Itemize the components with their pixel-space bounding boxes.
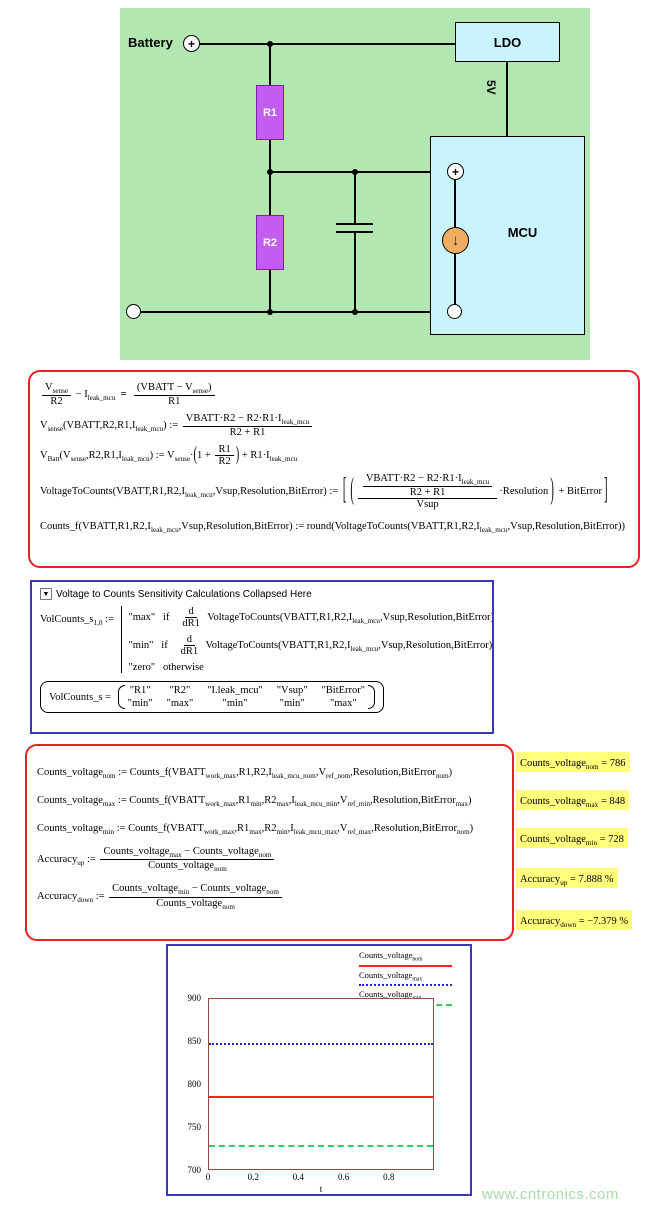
wire [269,140,271,172]
result-counts-voltage-nom[interactable]: Counts_voltagenom = 786 [516,752,630,773]
formula-vsense-definition[interactable]: Vsense(VBATT,R2,R1,Ileak_mcu) := VBATT·R… [40,413,628,438]
resistor-r1-label: R1 [262,106,278,119]
matrix-left-paren [117,685,125,709]
formula-counts-voltage-min[interactable]: Counts_voltagemin := Counts_f(VBATTwork_… [37,823,474,837]
current-arrow-icon: ↓ [451,232,460,249]
x-axis-title: t [319,1184,323,1194]
legend-item: Counts_voltagenom [359,950,465,967]
sensitivity-region: ▼ Voltage to Counts Sensitivity Calculat… [30,580,494,734]
legend-label-max: Counts_voltagemax [359,969,423,983]
legend-sample-nom [359,964,453,967]
piecewise-case: "zero" otherwise [128,662,204,673]
ground-terminal-right [447,304,462,319]
formula-accuracy-up[interactable]: Accuracyup := Counts_voltagemax − Counts… [37,846,502,873]
wire [270,171,447,173]
battery-label: Battery [128,35,173,50]
battery-positive-terminal: + [183,35,200,52]
result-accuracy-up[interactable]: Accuracyup = 7.888 % [516,868,618,889]
collapse-toggle-icon[interactable]: ▼ [40,588,52,600]
adc-input-terminal: + [447,163,464,180]
collapsed-area-title: Voltage to Counts Sensitivity Calculatio… [56,588,312,600]
wire [354,172,356,223]
watermark: www.cntronics.com [482,1186,619,1203]
results-region: Counts_voltagenom := Counts_f(VBATTwork_… [25,744,514,941]
ldo-box: LDO [455,22,560,62]
capacitor-plate [336,223,373,225]
result-counts-voltage-min[interactable]: Counts_voltagemin = 728 [516,828,628,849]
resistor-r2-label: R2 [262,236,278,249]
formula-voltage-to-counts[interactable]: VoltageToCounts(VBATT,R1,R2,Ileak_mcu,Vs… [40,473,608,511]
rail-5v-label: 5V [484,80,498,95]
resistor-r1: R1 [256,85,284,140]
chart-region[interactable]: Counts_voltagenom Counts_voltagemax Coun… [166,944,472,1196]
capacitor-plate [336,231,373,233]
ground-terminal-left [126,304,141,319]
matrix-selection: VolCounts_s = "R1""R2""I.leak_mcu""Vsup"… [40,681,385,713]
collapsed-area-header: ▼ Voltage to Counts Sensitivity Calculat… [40,588,484,600]
legend-sample-max [359,984,453,987]
formula-vbatt-definition[interactable]: VBatt(Vsense,R2,R1,Ileak_mcu) := Vsense·… [40,444,298,468]
plus-sign: + [187,36,195,51]
formula-volcounts-matrix[interactable]: VolCounts_s = "R1""R2""I.leak_mcu""Vsup"… [40,681,484,713]
formula-counts-voltage-max[interactable]: Counts_voltagemax := Counts_f(VBATTwork_… [37,795,472,809]
volcounts-matrix: "R1""R2""I.leak_mcu""Vsup""BitError""min… [127,685,366,709]
wire [269,44,271,85]
junction-dot [267,309,273,315]
circuit-diagram: Battery + LDO 5V R1 R2 MCU + ↓ [120,8,590,360]
wire [140,311,450,313]
junction-dot [352,309,358,315]
mcu-label: MCU [507,225,538,240]
wire [454,254,456,304]
junction-dot [267,169,273,175]
resistor-r2: R2 [256,215,284,270]
leakage-current-source: ↓ [442,227,469,254]
wire [269,270,271,312]
formula-counts-f[interactable]: Counts_f(VBATT,R1,R2,Ileak_mcu,Vsup,Reso… [40,521,625,535]
plot-area [208,998,434,1170]
legend-label-nom: Counts_voltagenom [359,950,423,963]
formula-counts-voltage-nom[interactable]: Counts_voltagenom := Counts_f(VBATTwork_… [37,767,453,781]
result-accuracy-down[interactable]: Accuracydown = −7.379 % [516,910,633,931]
result-counts-voltage-max[interactable]: Counts_voltagemax = 848 [516,790,630,811]
plus-sign: + [451,164,459,179]
ldo-label: LDO [493,34,522,50]
matrix-right-paren [368,685,376,709]
junction-dot [267,41,273,47]
wire [200,43,455,45]
wire [454,180,456,227]
formula-accuracy-down[interactable]: Accuracydown := Counts_voltagemin − Coun… [37,883,502,911]
junction-dot [352,169,358,175]
wire-5v-rail [506,62,508,136]
legend-item: Counts_voltagemax [359,970,465,987]
wire [354,233,356,312]
wire [269,172,271,215]
